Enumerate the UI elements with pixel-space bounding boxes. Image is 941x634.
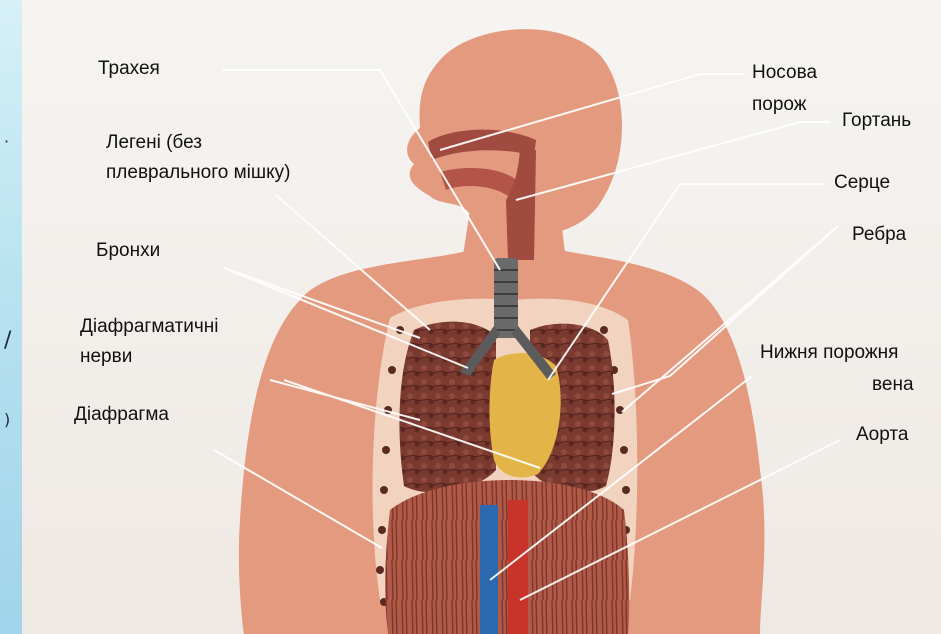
label-phrenic-line2: нерви bbox=[80, 346, 132, 368]
aorta bbox=[508, 500, 528, 634]
label-ivc-line1: Нижня порожня bbox=[760, 342, 898, 364]
diaphragm bbox=[385, 480, 629, 634]
label-heart: Серце bbox=[834, 172, 890, 194]
label-lungs-line1: Легені (без bbox=[106, 132, 202, 154]
label-phrenic-line1: Діафрагматичні bbox=[80, 316, 219, 338]
label-nasal-line1: Носова bbox=[752, 62, 817, 84]
chest-cavity bbox=[373, 299, 638, 634]
label-ivc-line2: вена bbox=[872, 374, 914, 396]
label-aorta: Аорта bbox=[856, 424, 908, 446]
label-diaphragm: Діафрагма bbox=[74, 404, 169, 426]
label-ribs: Ребра bbox=[852, 224, 906, 246]
label-trachea: Трахея bbox=[98, 58, 160, 80]
label-lungs-line2: плеврального мішку) bbox=[106, 162, 290, 184]
label-larynx: Гортань bbox=[842, 110, 911, 132]
label-bronchi: Бронхи bbox=[96, 240, 160, 262]
label-nasal-line2: порож bbox=[752, 94, 807, 116]
inferior-vena-cava bbox=[480, 505, 498, 634]
